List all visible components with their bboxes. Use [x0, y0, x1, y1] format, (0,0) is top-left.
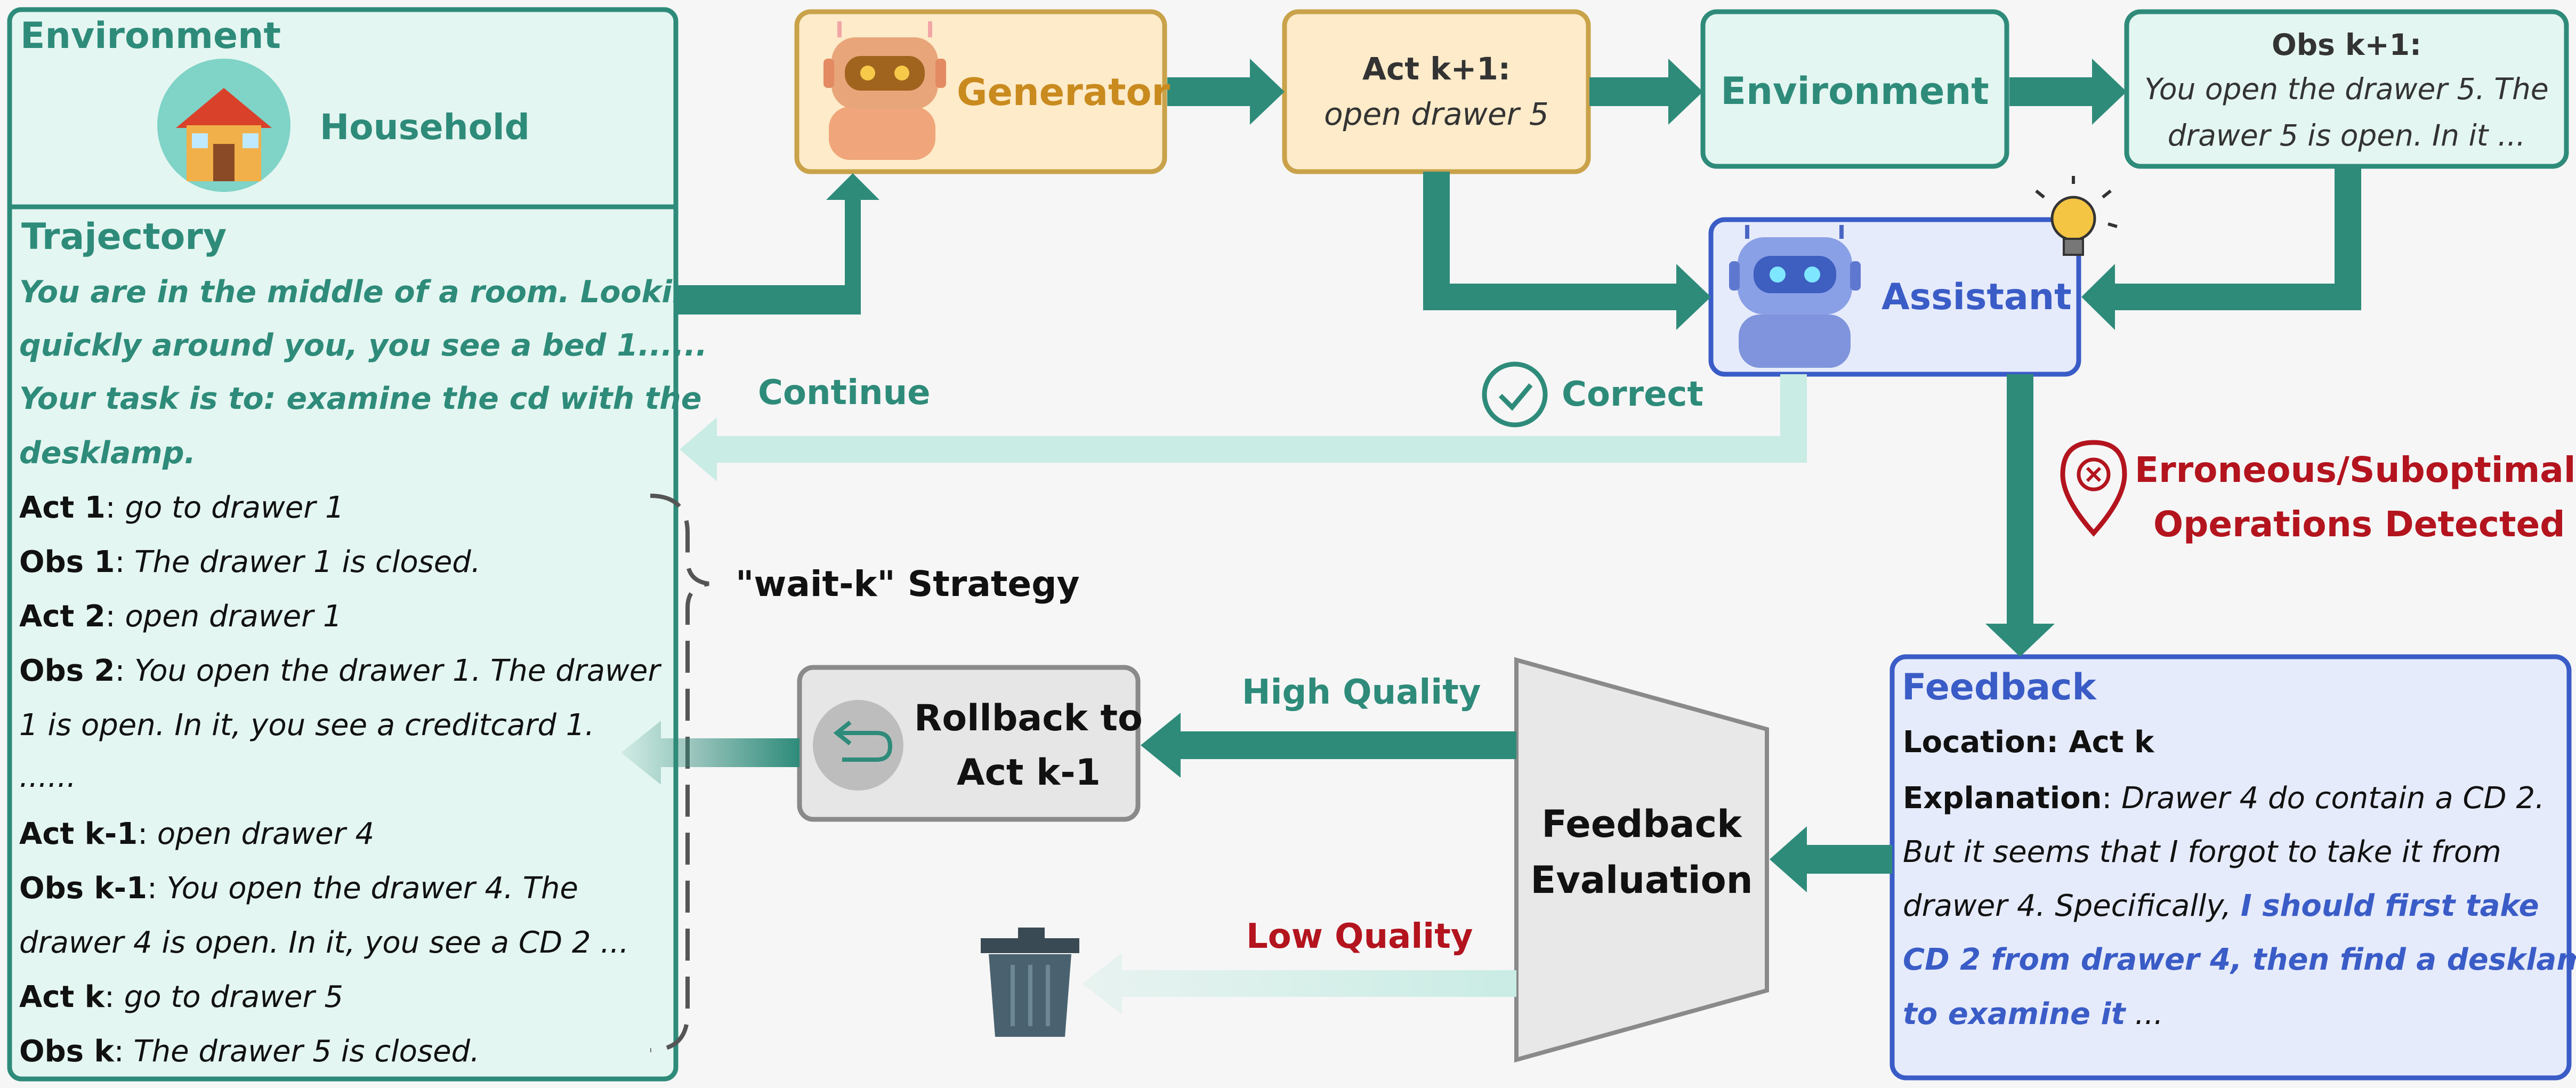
- obs-k1-line: drawer 5 is open. In it ...: [2167, 118, 2526, 152]
- feedback-explanation-line: Explanation: Drawer 4 do contain a CD 2.: [1903, 781, 2545, 816]
- act-k1-text: open drawer 5: [1324, 96, 1549, 132]
- lightbulb-icon: [2035, 176, 2118, 256]
- check-circle-icon: [1482, 361, 1548, 428]
- rollback-label-line: Act k-1: [957, 752, 1101, 794]
- arrow-low-quality: [1082, 953, 1516, 1014]
- house-icon: [157, 59, 290, 192]
- flow-arrows: [676, 59, 2361, 892]
- arrow-feedback-to-evaluation: [1770, 826, 1892, 892]
- arrow-environment-to-obs: [2009, 59, 2127, 125]
- arrow-obs-to-assistant: [2081, 166, 2361, 330]
- environment-panel-title: Environment: [20, 15, 281, 57]
- trajectory-step: ......: [19, 760, 76, 794]
- error-label-line: Operations Detected: [2153, 504, 2565, 545]
- arrow-continue: [680, 374, 1807, 481]
- obs-k1-title: Obs k+1:: [2272, 28, 2421, 62]
- household-label: Household: [320, 107, 530, 148]
- trajectory-intro-line: desklamp.: [19, 436, 196, 471]
- error-label-line: Erroneous/Suboptimal: [2135, 449, 2576, 490]
- feedback-explanation-line: to examine it ...: [1903, 997, 2163, 1031]
- feedback-evaluation-line: Evaluation: [1530, 858, 1753, 902]
- trajectory-intro-line: quickly around you, you see a bed 1.....…: [19, 328, 707, 363]
- trajectory-intro-line: You are in the middle of a room. Looking: [19, 275, 716, 310]
- assistant-label: Assistant: [1881, 276, 2072, 318]
- environment-box: [1700, 9, 2009, 169]
- trajectory-step: Obs 1: The drawer 1 is closed.: [19, 545, 481, 579]
- generator-label: Generator: [957, 70, 1170, 114]
- undo-icon: [813, 700, 903, 791]
- arrow-high-quality: [1141, 713, 1516, 778]
- arrow-act-to-assistant: [1423, 172, 1711, 330]
- arrow-generator-to-act: [1167, 59, 1285, 125]
- obs-k1-line: You open the drawer 5. The: [2144, 72, 2549, 106]
- trash-icon: [981, 928, 1079, 1037]
- arrow-act-to-environment: [1589, 59, 1703, 125]
- arrow-rollback-to-trajectory: [621, 721, 800, 785]
- trajectory-step: Act 2: open drawer 1: [19, 599, 342, 634]
- trajectory-step: drawer 4 is open. In it, you see a CD 2 …: [19, 925, 629, 960]
- trajectory-step: Obs k: The drawer 5 is closed.: [19, 1034, 480, 1069]
- trajectory-step: Obs k-1: You open the drawer 4. The: [19, 871, 578, 906]
- high-quality-label: High Quality: [1242, 673, 1481, 712]
- trajectory-step: Obs 2: You open the drawer 1. The drawer: [19, 654, 660, 688]
- feedback-location: Location: Act k: [1903, 725, 2154, 760]
- act-k1-box: [1282, 9, 1591, 174]
- feedback-evaluation-shape: [1514, 657, 1769, 1063]
- feedback-evaluation-line: Feedback: [1541, 802, 1742, 846]
- robot-generator-icon: [823, 21, 946, 160]
- trajectory-intro-line: Your task is to: examine the cd with the: [19, 381, 702, 416]
- trajectory-step: Act 1: go to drawer 1: [19, 490, 344, 525]
- trajectory-step: Act k: go to drawer 5: [19, 980, 343, 1014]
- correct-label: Correct: [1562, 375, 1703, 414]
- low-quality-label: Low Quality: [1246, 917, 1473, 956]
- continue-label: Continue: [758, 373, 931, 413]
- trajectory-step: Act k-1: open drawer 4: [19, 817, 375, 851]
- trajectory-title: Trajectory: [21, 216, 227, 258]
- act-k1-title: Act k+1:: [1362, 51, 1511, 87]
- environment-trajectory-panel: [7, 7, 679, 1082]
- feedback-explanation-line: CD 2 from drawer 4, then find a desklamp: [1903, 942, 2576, 977]
- arrow-assistant-to-feedback: [1985, 374, 2055, 657]
- wait-k-strategy-label: "wait-k" Strategy: [736, 563, 1080, 605]
- feedback-title: Feedback: [1902, 666, 2096, 708]
- arrow-trajectory-to-generator: [676, 173, 879, 315]
- error-pin-icon: [2060, 440, 2127, 537]
- feedback-explanation-line: But it seems that I forgot to take it fr…: [1903, 835, 2501, 869]
- rollback-label-line: Rollback to: [914, 697, 1143, 739]
- trajectory-step: 1 is open. In it, you see a creditcard 1…: [19, 708, 595, 743]
- environment-box-label: Environment: [1721, 69, 1989, 113]
- robot-assistant-icon: [1729, 225, 1861, 368]
- wait-k-bracket: [650, 494, 709, 1052]
- feedback-explanation-line: drawer 4. Specifically, I should first t…: [1903, 889, 2539, 923]
